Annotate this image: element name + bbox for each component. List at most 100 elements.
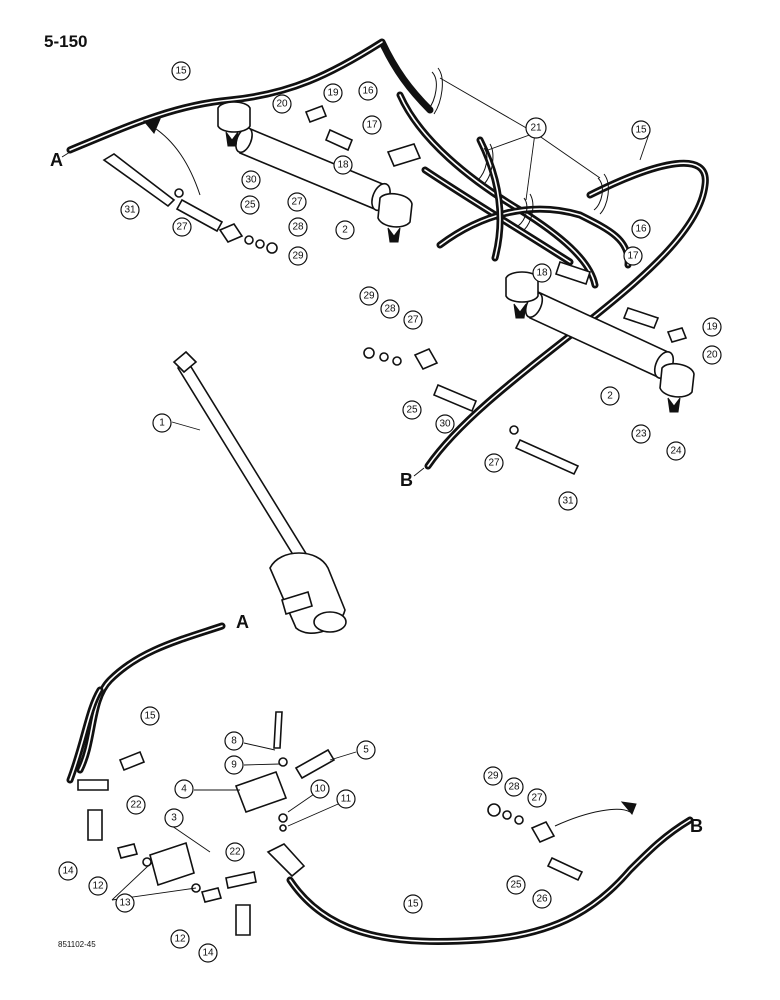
svg-text:11: 11 xyxy=(341,794,352,805)
connection-label-b-top: B xyxy=(400,470,413,490)
svg-text:24: 24 xyxy=(670,446,682,457)
svg-text:14: 14 xyxy=(62,866,74,877)
callout-9: 9 xyxy=(224,755,244,775)
callout-26: 26 xyxy=(532,889,552,909)
svg-text:9: 9 xyxy=(231,760,237,771)
svg-text:28: 28 xyxy=(384,304,396,315)
svg-text:5: 5 xyxy=(363,745,369,756)
svg-text:30: 30 xyxy=(245,175,257,186)
callout-17b: 17 xyxy=(623,246,643,266)
svg-text:31: 31 xyxy=(562,496,574,507)
callout-25b: 25 xyxy=(402,400,422,420)
svg-text:13: 13 xyxy=(119,898,131,909)
svg-text:15: 15 xyxy=(175,66,187,77)
steering-column xyxy=(172,350,347,634)
callout-11: 11 xyxy=(336,789,356,809)
svg-text:14: 14 xyxy=(202,948,214,959)
svg-text:15: 15 xyxy=(407,899,419,910)
callout-24: 24 xyxy=(666,441,686,461)
svg-text:28: 28 xyxy=(292,222,304,233)
callout-18b: 18 xyxy=(532,263,552,283)
hardware-lower-right xyxy=(487,801,637,882)
callout-27c: 27 xyxy=(403,310,423,330)
svg-text:20: 20 xyxy=(706,350,718,361)
svg-text:12: 12 xyxy=(92,881,104,892)
svg-text:29: 29 xyxy=(487,771,499,782)
figure-code: 851102-45 xyxy=(58,940,96,949)
svg-text:22: 22 xyxy=(130,800,142,811)
svg-text:30: 30 xyxy=(439,419,451,430)
svg-text:17: 17 xyxy=(627,251,639,262)
callout-14b: 14 xyxy=(198,943,218,963)
callout-2b: 2 xyxy=(600,386,620,406)
hardware-upper-left xyxy=(102,153,278,254)
svg-text:15: 15 xyxy=(635,125,647,136)
callout-27e: 27 xyxy=(527,788,547,808)
callout-8: 8 xyxy=(224,731,244,751)
fittings-lower xyxy=(77,711,336,936)
hose-15-right xyxy=(424,159,709,470)
callout-15a: 15 xyxy=(171,61,191,81)
svg-text:28: 28 xyxy=(508,782,520,793)
callout-21: 21 xyxy=(525,117,547,139)
svg-text:25: 25 xyxy=(244,200,256,211)
svg-text:17: 17 xyxy=(366,120,378,131)
callout-12a: 12 xyxy=(88,876,108,896)
svg-text:31: 31 xyxy=(124,205,136,216)
svg-text:20: 20 xyxy=(276,99,288,110)
svg-text:29: 29 xyxy=(363,291,375,302)
callout-16b: 16 xyxy=(631,219,651,239)
callout-13: 13 xyxy=(115,893,135,913)
callout-28a: 28 xyxy=(288,217,308,237)
svg-text:18: 18 xyxy=(337,160,349,171)
svg-text:19: 19 xyxy=(706,322,718,333)
callout-14a: 14 xyxy=(58,861,78,881)
callout-28b: 28 xyxy=(380,299,400,319)
callout-10: 10 xyxy=(310,779,330,799)
callout-20b: 20 xyxy=(702,345,722,365)
callout-15d: 15 xyxy=(403,894,423,914)
page-number: 5-150 xyxy=(44,32,88,51)
callout-25c: 25 xyxy=(506,875,526,895)
svg-text:1: 1 xyxy=(159,418,165,429)
callout-17a: 17 xyxy=(362,115,382,135)
callout-15b: 15 xyxy=(631,120,651,140)
svg-text:27: 27 xyxy=(531,793,543,804)
callout-30b: 30 xyxy=(435,414,455,434)
arrow-upper-left xyxy=(143,118,201,196)
callout-2a: 2 xyxy=(335,220,355,240)
callout-5: 5 xyxy=(356,740,376,760)
callout-29c: 29 xyxy=(483,766,503,786)
callout-27a: 27 xyxy=(287,192,307,212)
callout-19a: 19 xyxy=(323,83,343,103)
svg-text:16: 16 xyxy=(635,224,647,235)
svg-text:3: 3 xyxy=(171,813,177,824)
callout-22a: 22 xyxy=(126,795,146,815)
svg-text:12: 12 xyxy=(174,934,186,945)
svg-text:27: 27 xyxy=(291,197,303,208)
svg-text:2: 2 xyxy=(607,391,613,402)
callout-19b: 19 xyxy=(702,317,722,337)
callout-1: 1 xyxy=(152,413,172,433)
callout-25a: 25 xyxy=(240,195,260,215)
callout-12b: 12 xyxy=(170,929,190,949)
callout-23: 23 xyxy=(631,424,651,444)
svg-text:15: 15 xyxy=(144,711,156,722)
svg-text:19: 19 xyxy=(327,88,339,99)
svg-text:8: 8 xyxy=(231,736,237,747)
callout-18a: 18 xyxy=(333,155,353,175)
callout-3: 3 xyxy=(164,808,184,828)
svg-text:4: 4 xyxy=(181,784,187,795)
callout-28c: 28 xyxy=(504,777,524,797)
svg-text:18: 18 xyxy=(536,268,548,279)
svg-text:23: 23 xyxy=(635,429,647,440)
svg-text:29: 29 xyxy=(292,251,304,262)
callout-27d: 27 xyxy=(484,453,504,473)
connection-label-a-bottom: A xyxy=(236,612,249,632)
svg-text:2: 2 xyxy=(342,225,348,236)
hose-15-top xyxy=(66,38,434,154)
svg-text:25: 25 xyxy=(510,880,522,891)
svg-text:26: 26 xyxy=(536,894,548,905)
svg-text:16: 16 xyxy=(362,86,374,97)
